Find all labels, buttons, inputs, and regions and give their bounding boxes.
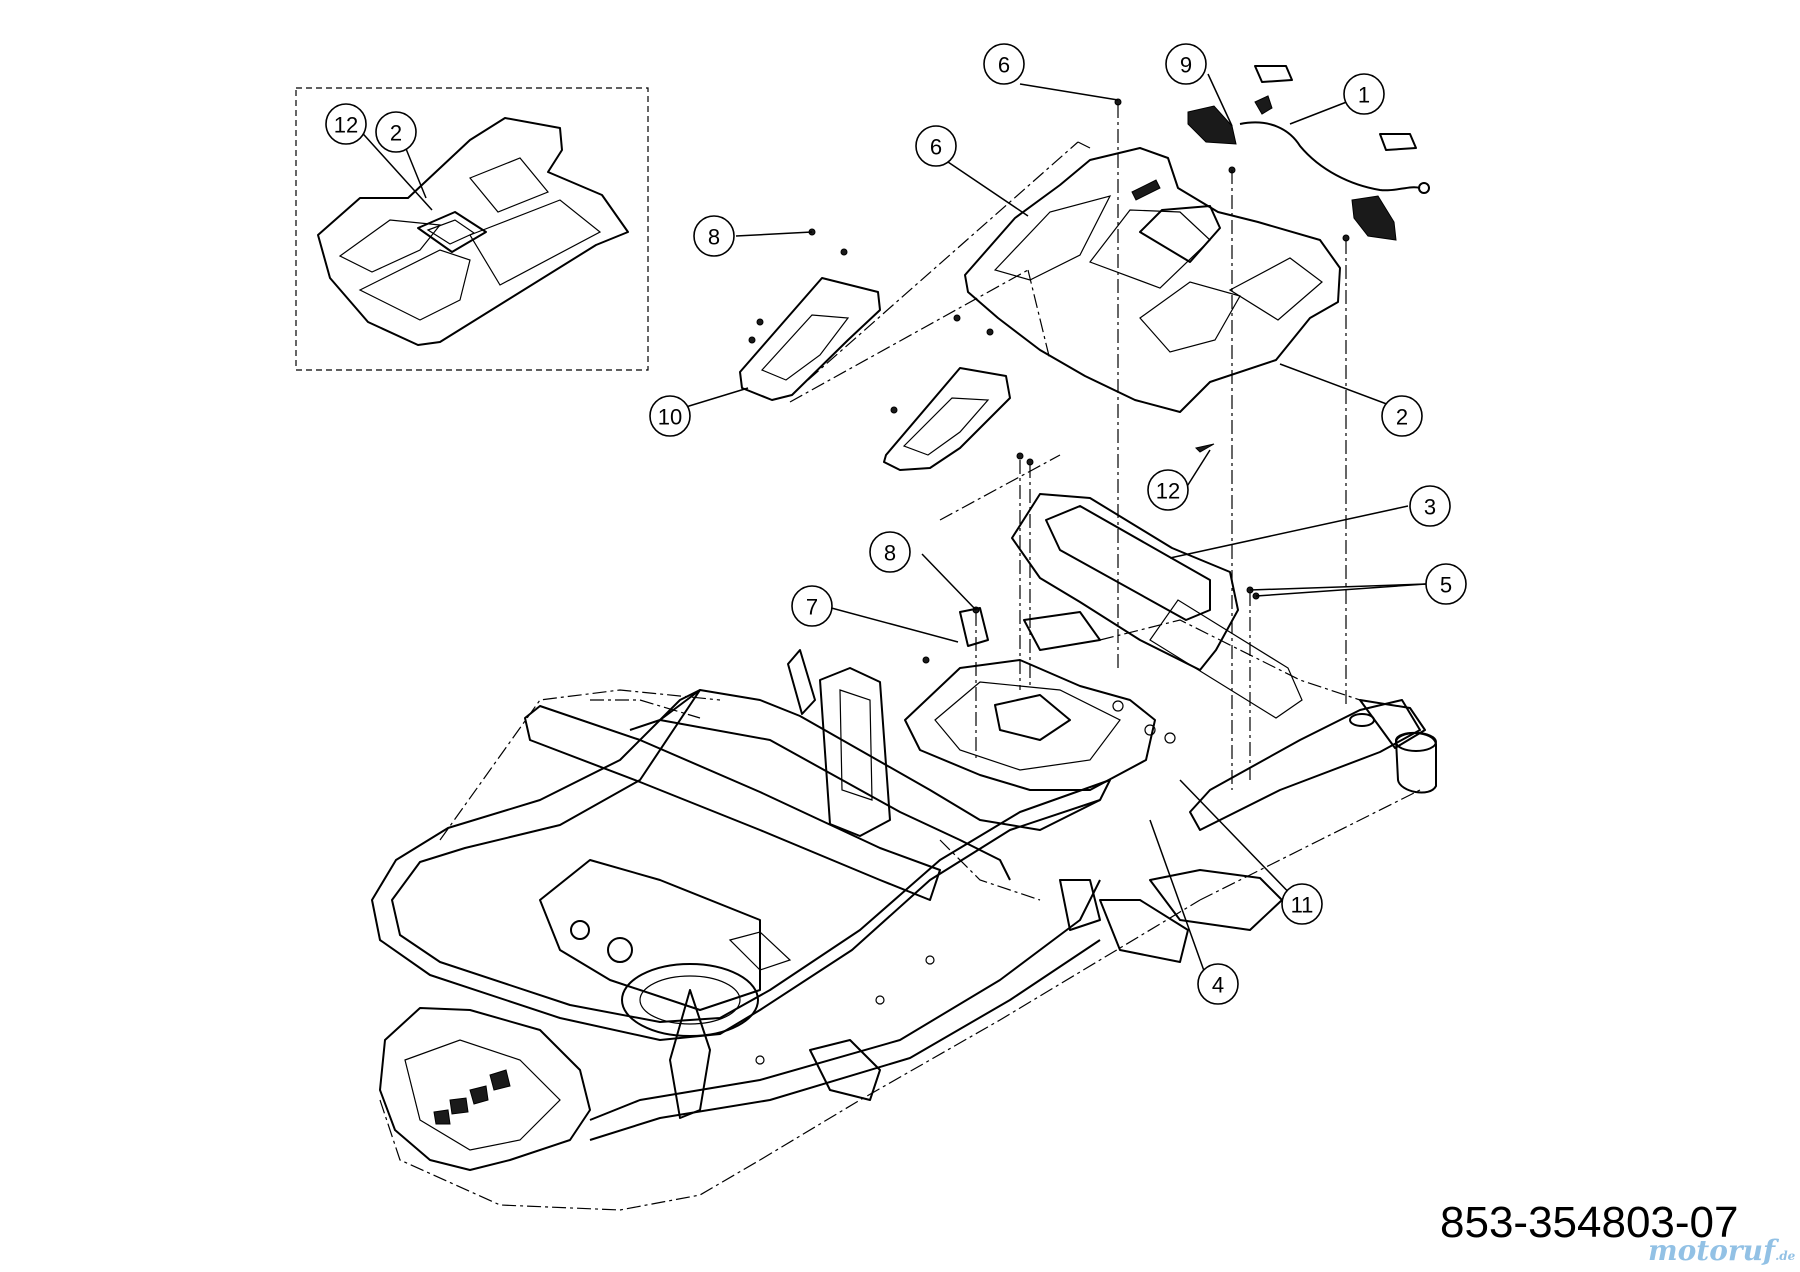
callout-9-label: 9: [1180, 53, 1192, 78]
callout-1-label: 1: [1358, 83, 1370, 108]
callout-10-label: 10: [658, 405, 682, 430]
inset-seat-pan: [317, 117, 629, 346]
callout-2-inset: 2: [375, 111, 417, 153]
callout-12-main: 12: [1147, 469, 1189, 511]
callout-10: 10: [649, 395, 691, 437]
leader-lines: [355, 73, 1427, 983]
callout-5: 5: [1425, 563, 1467, 605]
callout-7: 7: [791, 585, 833, 627]
frame-ghost-outline: [379, 619, 1421, 1211]
assembly-guidelines: [789, 104, 1347, 790]
callout-1: 1: [1343, 73, 1385, 115]
callout-7-label: 7: [806, 595, 818, 620]
watermark-logo: motoruf.de: [1648, 1234, 1795, 1267]
fasteners: [748, 98, 1350, 664]
document-part-number: 853-354803-07: [1440, 1198, 1739, 1247]
callout-8-top: 8: [693, 215, 735, 257]
callout-11: 11: [1281, 883, 1323, 925]
inset-detail-box: [295, 87, 649, 371]
callout-2-inset-label: 2: [390, 121, 402, 146]
callout-9: 9: [1165, 43, 1207, 85]
callout-8-mid: 8: [869, 531, 911, 573]
watermark-text: motoruf: [1648, 1234, 1776, 1267]
seat-latch-parts: [1187, 65, 1417, 241]
callout-3-label: 3: [1424, 495, 1436, 520]
seat-switch-harness: [1239, 95, 1430, 194]
seat-support-bracket: [1011, 493, 1303, 719]
seat-pan-main: [964, 147, 1341, 413]
callout-6-mid-label: 6: [930, 135, 942, 160]
callout-5-label: 5: [1440, 573, 1452, 598]
callout-2-main-label: 2: [1396, 405, 1408, 430]
callout-12-inset-label: 12: [334, 113, 358, 138]
callout-6-top-label: 6: [998, 53, 1010, 78]
callout-12-inset: 12: [325, 103, 367, 145]
callout-3: 3: [1409, 485, 1451, 527]
callout-6-top: 6: [983, 43, 1025, 85]
callout-11-label: 11: [1291, 893, 1314, 918]
callout-8-top-label: 8: [708, 225, 720, 250]
seat-mount-brackets: [739, 277, 1011, 471]
watermark-tld: .de: [1775, 1249, 1796, 1263]
callout-4-label: 4: [1212, 973, 1224, 998]
callout-8-mid-label: 8: [884, 541, 896, 566]
callout-6-mid: 6: [915, 125, 957, 167]
callout-2-main: 2: [1381, 395, 1423, 437]
callout-12-main-label: 12: [1156, 479, 1180, 504]
tractor-frame: [371, 607, 1437, 1171]
callout-4: 4: [1197, 963, 1239, 1005]
